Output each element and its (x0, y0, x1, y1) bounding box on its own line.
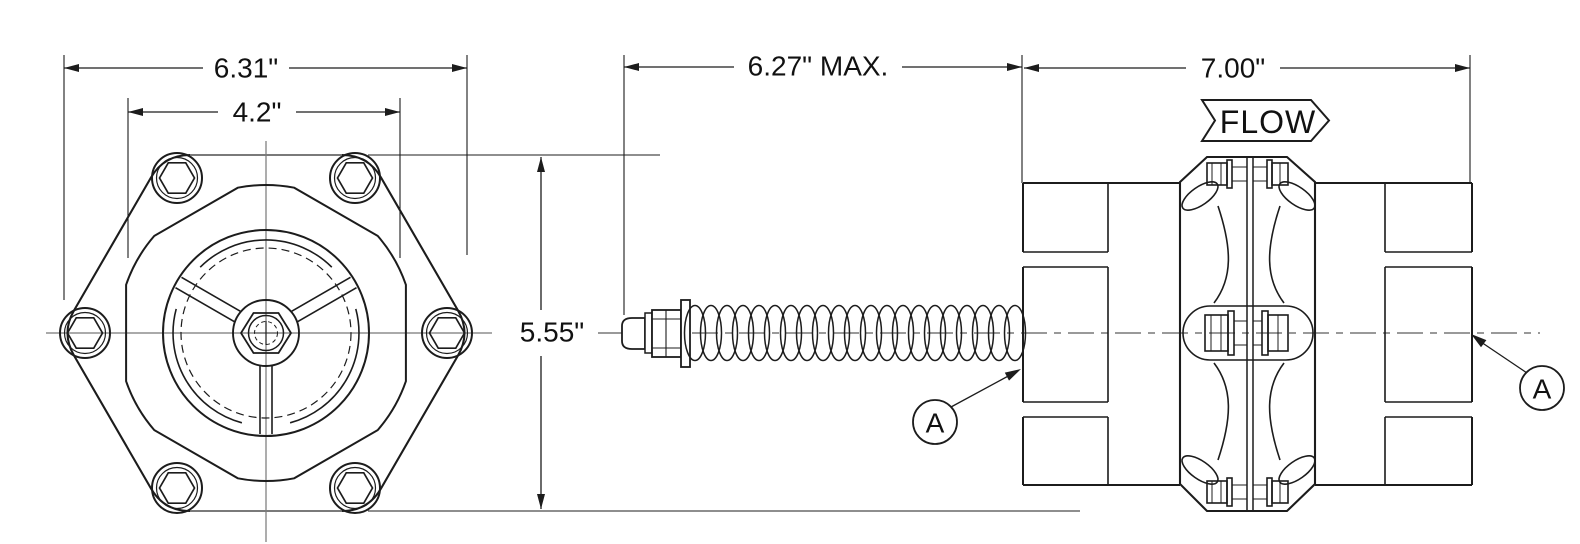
balloon-circle (1519, 365, 1565, 411)
stem-hex-nut (239, 312, 293, 354)
dim-label-spring-max: 6.27" MAX. (748, 51, 889, 82)
flow-arrow-outline (1200, 99, 1331, 142)
flange-contour (1213, 205, 1285, 461)
extension-lines (63, 55, 1471, 512)
wheel-rim (162, 229, 370, 437)
balloon-circle (912, 399, 958, 445)
arrowhead (1007, 63, 1022, 71)
dimension-body-length (1024, 64, 1470, 72)
arrowhead (128, 108, 143, 116)
middle-clamp-bolt (1182, 305, 1314, 361)
front-view (46, 141, 492, 542)
stem-circle (247, 314, 285, 352)
flange-outline (125, 183, 407, 483)
callout-a-right: A (1471, 334, 1565, 411)
arrowhead (1455, 64, 1470, 72)
arrowhead (1024, 64, 1039, 72)
flow-badge: FLOW (1200, 99, 1331, 142)
bottom-clamp-bolt (1181, 455, 1316, 507)
leader-arrowhead (1471, 334, 1487, 348)
spring-assembly (598, 299, 1540, 368)
dim-label-body-length: 7.00" (1201, 53, 1265, 84)
dim-label-across-corners: 6.31" (214, 53, 278, 84)
right-port-block (1315, 182, 1473, 486)
left-port-block (1022, 182, 1180, 486)
hidden-circle (180, 247, 352, 419)
dim-label-height: 5.55" (520, 317, 584, 348)
bolt-top-left (151, 152, 203, 204)
bolt-bottom-right (329, 462, 381, 514)
arrowhead (537, 494, 545, 509)
callout-label-a-left: A (926, 408, 945, 439)
stem-cap (621, 317, 646, 350)
dim-label-across-flats: 4.2" (233, 97, 282, 128)
center-flange-column (1178, 155, 1317, 513)
side-view (1022, 155, 1473, 513)
bolt-top-right (329, 152, 381, 204)
dimension-across-corners (64, 64, 467, 72)
leader-arrowhead (1004, 369, 1021, 381)
hub-circle (232, 299, 300, 367)
callout-a-left: A (912, 369, 1021, 445)
flow-label: FLOW (1220, 104, 1316, 140)
dimensions: 6.31" 4.2" 6.27" MAX. 7.00" 5.55" (63, 51, 1471, 512)
dimension-height (537, 157, 545, 509)
stem-washer (644, 312, 653, 354)
top-clamp-bolt (1181, 159, 1316, 211)
wheel-openings (172, 239, 360, 424)
dimension-across-flats (128, 108, 400, 116)
spring-follower-plate (680, 299, 691, 368)
bolt-bottom-left (151, 462, 203, 514)
arrowhead (624, 63, 639, 71)
arrowhead (385, 108, 400, 116)
wheel-spokes (175, 276, 357, 434)
arrowhead (64, 64, 79, 72)
arrowhead (537, 157, 545, 172)
arrowhead (452, 64, 467, 72)
callout-label-a-right: A (1533, 374, 1552, 405)
dimension-spring-max (624, 63, 1022, 71)
